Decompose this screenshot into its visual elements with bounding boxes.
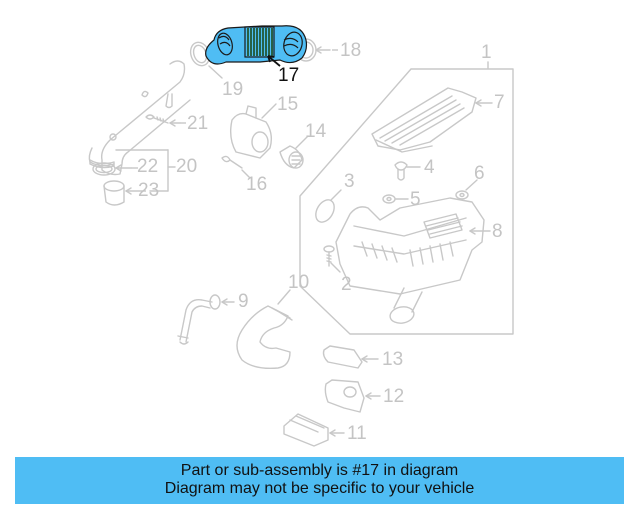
callout-15[interactable]: 15 — [277, 94, 299, 115]
callout-16[interactable]: 16 — [246, 174, 268, 195]
callout-5[interactable]: 5 — [410, 189, 421, 210]
part-21-bolt — [145, 114, 181, 127]
part-5-grommet — [382, 194, 409, 204]
part-22-ring — [92, 162, 132, 176]
part-13-cover — [322, 345, 379, 369]
callout-7[interactable]: 7 — [494, 92, 505, 113]
part-6-grommet — [455, 179, 478, 200]
callout-12[interactable]: 12 — [383, 386, 405, 407]
part-16-screw — [221, 155, 251, 179]
part-20-intake-pipe — [88, 60, 191, 192]
part-3-seal-ring — [315, 189, 342, 223]
callout-9[interactable]: 9 — [238, 291, 249, 312]
callout-20[interactable]: 20 — [176, 156, 198, 177]
callout-3[interactable]: 3 — [344, 171, 355, 192]
callout-19[interactable]: 19 — [222, 79, 244, 100]
banner-disclaimer-line: Diagram may not be specific to your vehi… — [164, 480, 475, 497]
part-8-air-cleaner-housing — [335, 197, 491, 324]
part-23-sleeve — [103, 180, 142, 206]
callout-21[interactable]: 21 — [187, 113, 209, 134]
part-7-filter-element — [371, 87, 493, 153]
banner-part-line: Part or sub-assembly is #17 in diagram — [180, 462, 459, 479]
info-banner: Part or sub-assembly is #17 in diagram D… — [15, 457, 624, 504]
callout-6[interactable]: 6 — [474, 163, 485, 184]
callout-23[interactable]: 23 — [138, 180, 160, 201]
callout-8[interactable]: 8 — [492, 221, 503, 242]
callout-4[interactable]: 4 — [424, 157, 435, 178]
callout-11[interactable]: 11 — [347, 423, 367, 444]
part-17-intake-boot-highlighted — [205, 25, 308, 67]
callout-1[interactable]: 1 — [481, 42, 492, 63]
part-12-bracket — [324, 379, 381, 413]
part-4-clip — [394, 161, 421, 181]
part-14-screen — [279, 135, 309, 169]
part-15-maf-sensor — [229, 103, 277, 159]
callout-13[interactable]: 13 — [382, 349, 404, 370]
callout-22[interactable]: 22 — [137, 156, 159, 177]
assembly-bracket-outline — [299, 61, 514, 335]
part-11-duct-inlet — [283, 413, 345, 447]
callout-14[interactable]: 14 — [305, 121, 327, 142]
callout-18[interactable]: 18 — [340, 40, 362, 61]
callout-10[interactable]: 10 — [288, 272, 310, 293]
part-10-duct — [236, 289, 293, 370]
callout-17-highlighted[interactable]: 17 — [278, 65, 300, 86]
callout-2[interactable]: 2 — [341, 274, 352, 295]
part-2-screw — [323, 245, 341, 273]
part-9-hose — [177, 294, 235, 345]
